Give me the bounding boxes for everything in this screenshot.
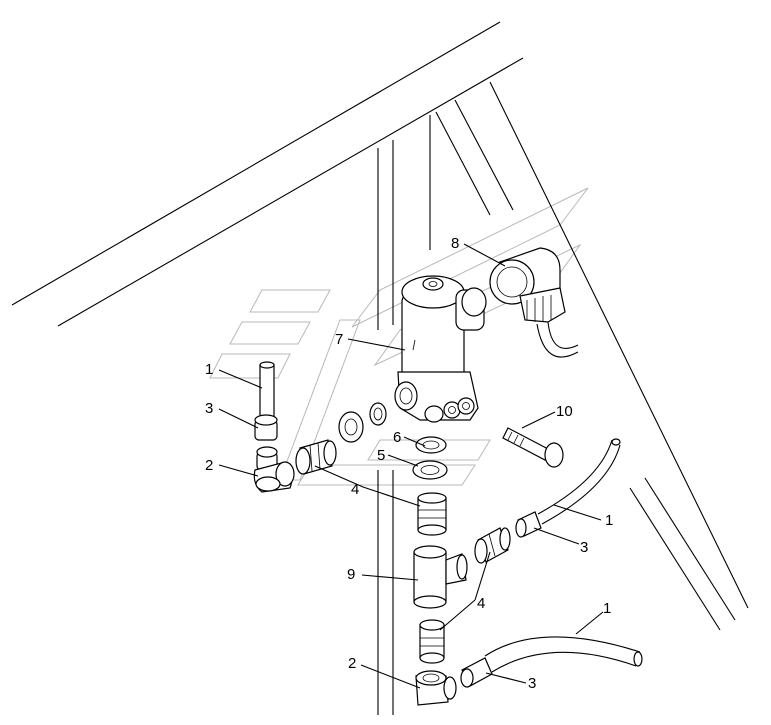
- callout-1: 1: [603, 600, 611, 617]
- leader-lines: [218, 243, 604, 689]
- callout-8: 8: [451, 235, 459, 252]
- callout-3: 3: [580, 539, 588, 556]
- washers: [338, 402, 448, 480]
- callout-2: 2: [348, 655, 356, 672]
- screw: [502, 427, 564, 468]
- callout-3: 3: [528, 675, 536, 692]
- callout-6: 6: [393, 429, 401, 446]
- callouts: 1 3 2 7 8 6 5 10 4 1 3 9 4 1 2 3: [205, 235, 613, 692]
- callout-5: 5: [377, 447, 385, 464]
- right-fitting-group: [460, 438, 643, 688]
- callout-1: 1: [205, 361, 213, 378]
- callout-4: 4: [477, 595, 485, 612]
- elbow-connector: [489, 247, 579, 358]
- callout-10: 10: [556, 403, 573, 420]
- center-fitting-group: [413, 492, 468, 706]
- frame-lines: [11, 21, 749, 715]
- callout-7: 7: [335, 331, 343, 348]
- left-fitting-group: [253, 361, 337, 493]
- callout-1: 1: [605, 512, 613, 529]
- valve-body: [394, 275, 487, 423]
- callout-4: 4: [351, 481, 359, 498]
- callout-3: 3: [205, 400, 213, 417]
- callout-2: 2: [205, 457, 213, 474]
- callout-9: 9: [347, 566, 355, 583]
